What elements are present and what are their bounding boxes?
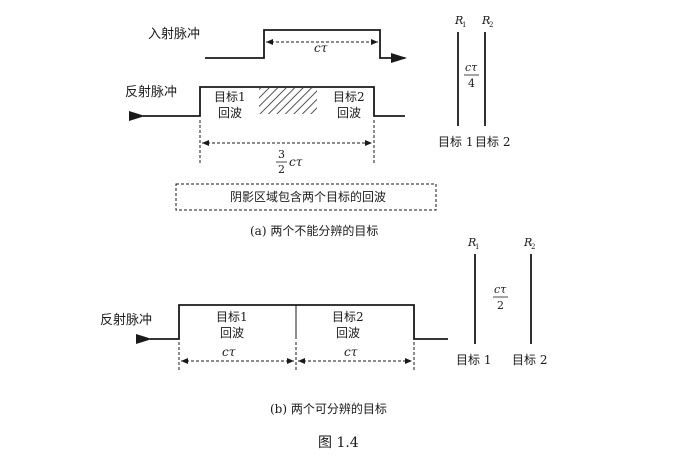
- gap-denominator-a: 4: [468, 77, 475, 90]
- target1-echo-b-line1: 目标1: [216, 310, 248, 324]
- target2-echo-a-line2: 回波: [337, 106, 361, 120]
- r1-sub-a: 1: [462, 21, 466, 29]
- figure-caption: 图 1.4: [318, 435, 359, 451]
- incident-pulse-label: 入射脉冲: [148, 26, 200, 42]
- target2-echo-b-line1: 目标2: [332, 310, 364, 324]
- span-suffix: cτ: [289, 155, 303, 169]
- gap-denominator-b: 2: [497, 299, 504, 312]
- r1-label-a: R: [454, 14, 463, 27]
- target1-echo-a-line1: 目标1: [214, 90, 246, 104]
- width1-label: cτ: [222, 345, 236, 359]
- target2-echo-a-line1: 目标2: [333, 90, 365, 104]
- shadow-note-box: [175, 183, 437, 211]
- caption-a: (a) 两个不能分辨的目标: [250, 223, 378, 238]
- incident-pulse-waveform: [205, 29, 407, 63]
- reflected-pulse-waveform-a: [129, 86, 405, 121]
- reflected-pulse-label-b: 反射脉冲: [100, 312, 152, 328]
- width2-label: cτ: [344, 345, 358, 359]
- span-numerator: 3: [278, 148, 285, 161]
- span-denominator: 2: [278, 163, 285, 176]
- target1-echo-b-line2: 回波: [220, 326, 244, 340]
- r2-sub-b: 2: [531, 243, 535, 251]
- shadow-note-text: 阴影区域包含两个目标的回波: [230, 189, 386, 204]
- target2-label-a: 目标 2: [475, 135, 510, 149]
- target1-echo-a-line2: 回波: [218, 106, 242, 120]
- target1-label-b: 目标 1: [456, 353, 491, 367]
- gap-numerator-a: cτ: [465, 61, 478, 74]
- r1-sub-b: 1: [475, 243, 479, 251]
- r2-label-b: R: [523, 236, 532, 249]
- incident-width-label: cτ: [314, 41, 328, 55]
- r2-label-a: R: [481, 14, 490, 27]
- target1-label-a: 目标 1: [438, 135, 473, 149]
- reflected-pulse-waveform-b: [136, 304, 448, 344]
- overlap-hatch-region: [259, 88, 317, 114]
- part-a: 入射脉冲 cτ 反射脉冲 目标1 回波 目标2 回波 3 2 cτ 阴影区域包含…: [125, 14, 510, 238]
- reflected-pulse-label-a: 反射脉冲: [125, 84, 177, 100]
- r1-label-b: R: [467, 236, 476, 249]
- gap-numerator-b: cτ: [494, 283, 507, 296]
- part-b: 反射脉冲 目标1 回波 目标2 回波 cτ cτ (b) 两个可分辨的目标 R …: [100, 236, 547, 416]
- target2-echo-b-line2: 回波: [336, 326, 360, 340]
- caption-b: (b) 两个可分辨的目标: [270, 401, 387, 416]
- target2-label-b: 目标 2: [512, 353, 547, 367]
- r2-sub-a: 2: [489, 21, 493, 29]
